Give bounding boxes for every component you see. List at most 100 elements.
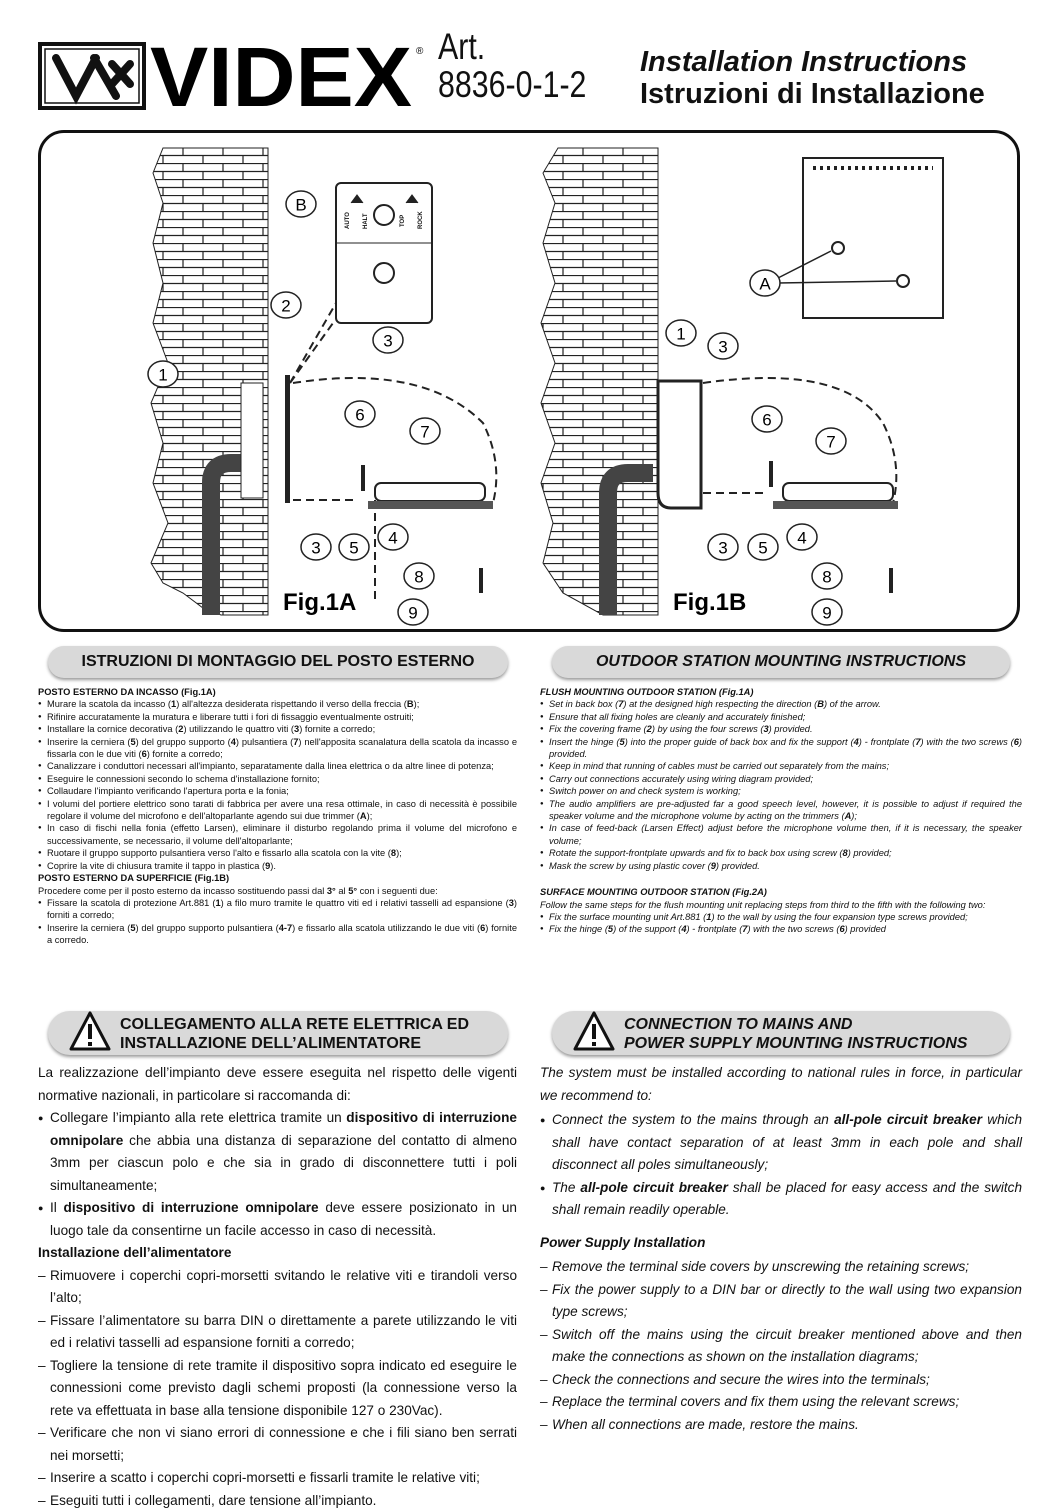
it-flush-step: Installare la cornice decorativa (2) uti…	[38, 723, 517, 735]
bold-reference: 4-7	[279, 923, 292, 933]
it-surface-intro: Procedere come per il posto esterno da i…	[38, 885, 517, 897]
en-mains-bullet-list: Connect the system to the mains through …	[540, 1109, 1022, 1222]
bold-reference: 9	[265, 861, 270, 871]
fig-1b-callout-9: 9	[822, 604, 831, 623]
it-flush-step-list: Murare la scatola da incasso (1) all'alt…	[38, 698, 517, 872]
it-flush-step: Inserire la cerniera (5) del gruppo supp…	[38, 736, 517, 761]
it-psu-step: Rimuovere i coperchi copri-morsetti svit…	[38, 1265, 517, 1310]
fig-1b-callout-A: A	[759, 275, 771, 294]
it-surface-heading: POSTO ESTERNO DA SUPERFICIE (Fig.1B)	[38, 872, 517, 884]
en-psu-step: Fix the power supply to a DIN bar or dir…	[540, 1279, 1022, 1324]
frontplate-7-1b	[783, 483, 893, 501]
warning-icon	[572, 1009, 616, 1053]
bold-reference: B	[407, 699, 414, 709]
bold-reference: 9	[711, 861, 716, 871]
en-flush-step-list: Set in back box (7) at the designed high…	[540, 698, 1022, 872]
it-psu-step: Fissare l’alimentatore su barra DIN o di…	[38, 1310, 517, 1355]
bold-reference: B	[817, 699, 824, 709]
en-flush-step: The audio amplifiers are pre-adjusted fa…	[540, 798, 1022, 823]
it-flush-step: Collaudare l'impianto verificando l'aper…	[38, 785, 517, 797]
en-flush-step: Mask the screw by using plastic cover (9…	[540, 860, 1022, 872]
bold-reference: 5	[130, 737, 135, 747]
it-flush-step: In caso di fischi nella fonia (effetto L…	[38, 822, 517, 847]
it-mains-bullet: Il dispositivo di interruzione omnipolar…	[38, 1197, 517, 1242]
en-mains-bullet: The all-pole circuit breaker shall be pl…	[540, 1177, 1022, 1222]
fig-1a-callout-3: 3	[311, 539, 320, 558]
it-surface-step: Inserire la cerniera (5) del gruppo supp…	[38, 922, 517, 947]
fig-1a-callout-7: 7	[420, 423, 429, 442]
fig-1b-callout-6: 6	[762, 411, 771, 430]
fig-1a-callout-8: 8	[414, 568, 423, 587]
bold-reference: all-pole circuit breaker	[834, 1112, 982, 1127]
en-mounting-text: FLUSH MOUNTING OUTDOOR STATION (Fig.1A) …	[540, 686, 1022, 936]
frame-1a	[285, 375, 290, 503]
en-psu-step-list: Remove the terminal side covers by unscr…	[540, 1256, 1022, 1436]
it-psu-step-list: Rimuovere i coperchi copri-morsetti svit…	[38, 1265, 517, 1512]
en-flush-step: Fix the covering frame (2) by using the …	[540, 723, 1022, 735]
en-mains-text: The system must be installed according t…	[540, 1062, 1022, 1436]
art-number: 8836-0-1-2	[438, 66, 586, 104]
fig-1b-callout-4: 4	[797, 529, 806, 548]
bold-reference: 6	[839, 924, 844, 934]
en-flush-heading: FLUSH MOUNTING OUTDOOR STATION (Fig.1A)	[540, 686, 1022, 698]
it-flush-step: Eseguire le connessioni secondo lo schem…	[38, 773, 517, 785]
title-it: Istruzioni di Installazione	[640, 78, 985, 110]
device-label-halt: HALT	[363, 213, 369, 229]
bold-reference: 4	[681, 924, 686, 934]
en-flush-step: Keep in mind that running of cables must…	[540, 760, 1022, 772]
videx-logo: VIDEX ®	[38, 34, 428, 114]
bold-reference: 6	[480, 923, 485, 933]
it-mains-bullet: Collegare l’impianto alla rete elettrica…	[38, 1107, 517, 1197]
fig-1b-callout-1: 1	[676, 325, 685, 344]
bold-reference: 8	[391, 848, 396, 858]
device-label-top: TOP	[400, 215, 406, 227]
en-psu-heading: Power Supply Installation	[540, 1232, 1022, 1255]
fig-1a-callout-6: 6	[355, 406, 364, 425]
fig-1b-callout-3: 3	[718, 539, 727, 558]
fig-1b-callout-3: 3	[718, 338, 727, 357]
it-psu-step: Verificare che non vi siano errori di co…	[38, 1422, 517, 1467]
en-psu-step: Check the connections and secure the wir…	[540, 1369, 1022, 1392]
it-surface-step-list: Fissare la scatola di protezione Art.881…	[38, 897, 517, 947]
brand-wordmark: VIDEX	[150, 34, 412, 114]
bold-reference: 2	[647, 724, 652, 734]
en-psu-step: Replace the terminal covers and fix them…	[540, 1391, 1022, 1414]
bold-reference: 3°	[327, 886, 336, 896]
en-surface-step: Fix the surface mounting unit Art.881 (1…	[540, 911, 1022, 923]
it-flush-step: I volumi del portiere elettrico sono tar…	[38, 798, 517, 823]
en-flush-step: Rotate the support-frontplate upwards an…	[540, 847, 1022, 859]
fig-1b-callout-7: 7	[826, 433, 835, 452]
fig-1a-callout-4: 4	[388, 529, 397, 548]
fig-1b-label: Fig.1B	[673, 589, 746, 616]
bold-reference: 7	[618, 699, 623, 709]
it-psu-step: Togliere la tensione di rete tramite il …	[38, 1355, 517, 1423]
it-mains-intro: La realizzazione dell’impianto deve esse…	[38, 1062, 517, 1107]
en-mains-title-line1: CONNECTION TO MAINS AND	[624, 1015, 967, 1034]
bold-reference: 4	[231, 737, 236, 747]
art-label: Art.	[438, 28, 586, 66]
device-label-rock: ROCK	[418, 211, 424, 229]
en-psu-step: Switch off the mains using the circuit b…	[540, 1324, 1022, 1369]
bold-reference: 2	[178, 724, 183, 734]
back-box-1a	[241, 383, 263, 498]
bold-reference: dispositivo di interruzione omnipolare	[50, 1110, 517, 1148]
svg-text:®: ®	[416, 46, 424, 57]
en-psu-step: When all connections are made, restore t…	[540, 1414, 1022, 1437]
it-mounting-text: POSTO ESTERNO DA INCASSO (Fig.1A) Murare…	[38, 686, 517, 947]
en-flush-step: Ensure that all fixing holes are cleanly…	[540, 711, 1022, 723]
fig-1b-callout-8: 8	[822, 568, 831, 587]
bold-reference: all-pole circuit breaker	[580, 1180, 727, 1195]
fig-1a-callout-2: 2	[281, 297, 290, 316]
bold-reference: 4	[854, 737, 859, 747]
it-mains-bullet-list: Collegare l’impianto alla rete elettrica…	[38, 1107, 517, 1242]
en-mains-bullet: Connect the system to the mains through …	[540, 1109, 1022, 1177]
it-mains-title-line2: INSTALLAZIONE DELL’ALIMENTATORE	[120, 1034, 469, 1053]
en-psu-step: Remove the terminal side covers by unscr…	[540, 1256, 1022, 1279]
bold-reference: A	[360, 811, 367, 821]
article-number-block: Art. 8836-0-1-2	[438, 28, 586, 104]
bold-reference: 5°	[348, 886, 357, 896]
en-flush-step: Carry out connections accurately using w…	[540, 773, 1022, 785]
